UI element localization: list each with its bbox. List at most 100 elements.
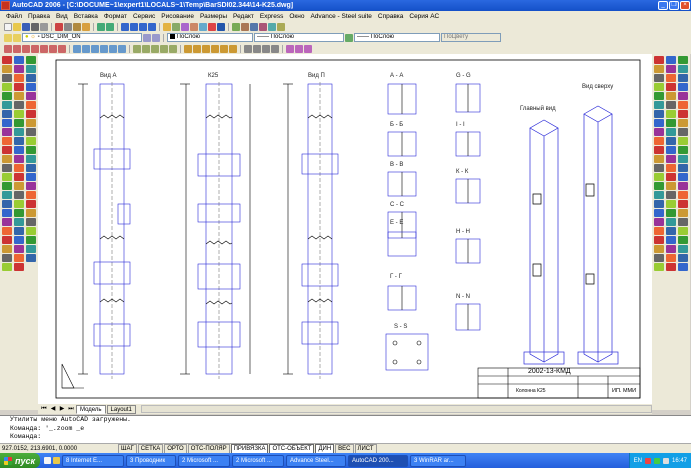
color-dropdown[interactable]: ПоСлою [167,33,253,42]
anchor-icon[interactable] [2,182,12,190]
multiline-text-icon[interactable] [2,110,12,118]
background-icon[interactable] [654,191,664,199]
object-snap-none-icon[interactable] [666,92,676,100]
print-preview-icon[interactable] [40,22,48,31]
last-tab-icon[interactable]: ⏭ [68,406,74,412]
steel-beam-icon[interactable] [232,22,240,31]
image-attach-icon[interactable] [666,110,676,118]
base-plate-icon[interactable] [26,182,36,190]
fog-icon[interactable] [678,182,688,190]
erase-icon[interactable] [26,110,36,118]
autocad-app-icon[interactable] [1,1,10,10]
move-icon[interactable] [14,128,24,136]
shade-flat-icon[interactable] [262,44,270,53]
check-clash-icon[interactable] [2,227,12,235]
haunch-icon[interactable] [26,209,36,217]
tab-model[interactable]: Модель [76,404,106,414]
construction-line-icon[interactable] [14,56,24,64]
shade-wireframe-icon[interactable] [244,44,252,53]
object-snap-endpoint-icon[interactable] [654,56,664,64]
menu-item-modify[interactable]: Редакт [233,12,254,20]
close-button[interactable]: × [680,1,690,10]
draw-order-front-icon[interactable] [666,263,676,271]
render-icon[interactable] [666,173,676,181]
language-indicator[interactable]: EN [633,457,642,464]
viewport-clip-icon[interactable] [666,209,676,217]
tab-layout1[interactable]: Layout1 [106,404,136,414]
cut-icon[interactable] [55,22,63,31]
menu-item-tools[interactable]: Сервис [132,12,156,20]
object-snap-tangent-icon[interactable] [666,74,676,82]
end-plate-icon[interactable] [2,191,12,199]
render-preferences-icon[interactable] [678,191,688,199]
steel-weld-icon[interactable] [259,22,267,31]
menu-item-advance-steel[interactable]: Advance - Steel suite [310,12,372,20]
ucs-icon[interactable] [133,44,141,53]
menu-item-view[interactable]: Вид [55,12,68,20]
menu-item-window[interactable]: Окно [289,12,305,20]
cleanup-icon[interactable] [654,245,664,253]
isometric-icon[interactable] [2,245,12,253]
object-snap-perpendicular-icon[interactable] [678,74,688,82]
label-icon[interactable] [2,254,12,262]
tray-volume-icon[interactable] [662,457,669,464]
layer-freeze-icon[interactable] [654,155,664,163]
spline-icon[interactable] [26,74,36,82]
tray-network-icon[interactable] [653,457,660,464]
point-icon[interactable] [14,92,24,100]
object-snap-nearest-icon[interactable] [654,92,664,100]
xref-attach-icon[interactable] [654,110,664,118]
arc-icon[interactable] [26,65,36,73]
materials-icon[interactable] [654,182,664,190]
taskbar-item-winrar[interactable]: 3 WinRAR ar... [410,454,466,467]
paste-icon[interactable] [73,22,81,31]
inquiry-list-icon[interactable] [678,128,688,136]
array-icon[interactable] [2,128,12,136]
steel-column-icon[interactable] [14,164,24,172]
revision-cloud-icon[interactable] [14,74,24,82]
drawing-style-icon[interactable] [2,236,12,244]
steel-beam-icon[interactable] [26,164,36,172]
layer-state-icon[interactable] [13,33,21,42]
etransmit-icon[interactable] [678,218,688,226]
layer-off-icon[interactable] [678,146,688,154]
leader-icon[interactable] [100,44,108,53]
polar-toggle[interactable]: ОТС-ПОЛЯР [187,443,230,454]
layer-merge-icon[interactable] [678,164,688,172]
xref-clip-icon[interactable] [678,110,688,118]
start-button[interactable]: пуск [0,453,40,468]
inquiry-distance-icon[interactable] [654,128,664,136]
mirror-icon[interactable] [14,119,24,127]
object-snap-center-icon[interactable] [678,65,688,73]
zoom-realtime-icon[interactable] [130,22,138,31]
line-icon[interactable] [2,56,12,64]
free-orbit-icon[interactable] [295,44,303,53]
tolerance-icon[interactable] [109,44,117,53]
shear-stud-icon[interactable] [14,218,24,226]
zoom-window-icon[interactable] [139,22,147,31]
gusset-icon[interactable] [14,191,24,199]
bent-icon[interactable] [14,209,24,217]
continuous-orbit-icon[interactable] [304,44,312,53]
taskbar-item-internet-explorer[interactable]: 8 Internet E... [62,454,124,467]
stiffener-icon[interactable] [14,182,24,190]
connection-manager-icon[interactable] [26,218,36,226]
layout-manager-icon[interactable] [14,245,24,253]
minimize-button[interactable]: _ [658,1,668,10]
object-snap-apparent-icon[interactable] [654,65,664,73]
polyline-icon[interactable] [26,56,36,64]
break-icon[interactable] [26,146,36,154]
inquiry-area-icon[interactable] [666,128,676,136]
dyn-toggle[interactable]: ДИН [315,443,335,454]
image-clip-icon[interactable] [654,119,664,127]
make-block-icon[interactable] [2,92,12,100]
sheet-view-icon[interactable] [654,236,664,244]
dimension-radius-icon[interactable] [40,44,48,53]
taskbar-item-autocad[interactable]: AutoCAD 200... [348,454,408,467]
steel-bolt-icon[interactable] [250,22,258,31]
ucs-previous-icon[interactable] [151,44,159,53]
new-file-icon[interactable] [4,22,12,31]
web-publish-icon[interactable] [666,227,676,235]
shade-hidden-icon[interactable] [253,44,261,53]
view-front-icon[interactable] [220,44,228,53]
